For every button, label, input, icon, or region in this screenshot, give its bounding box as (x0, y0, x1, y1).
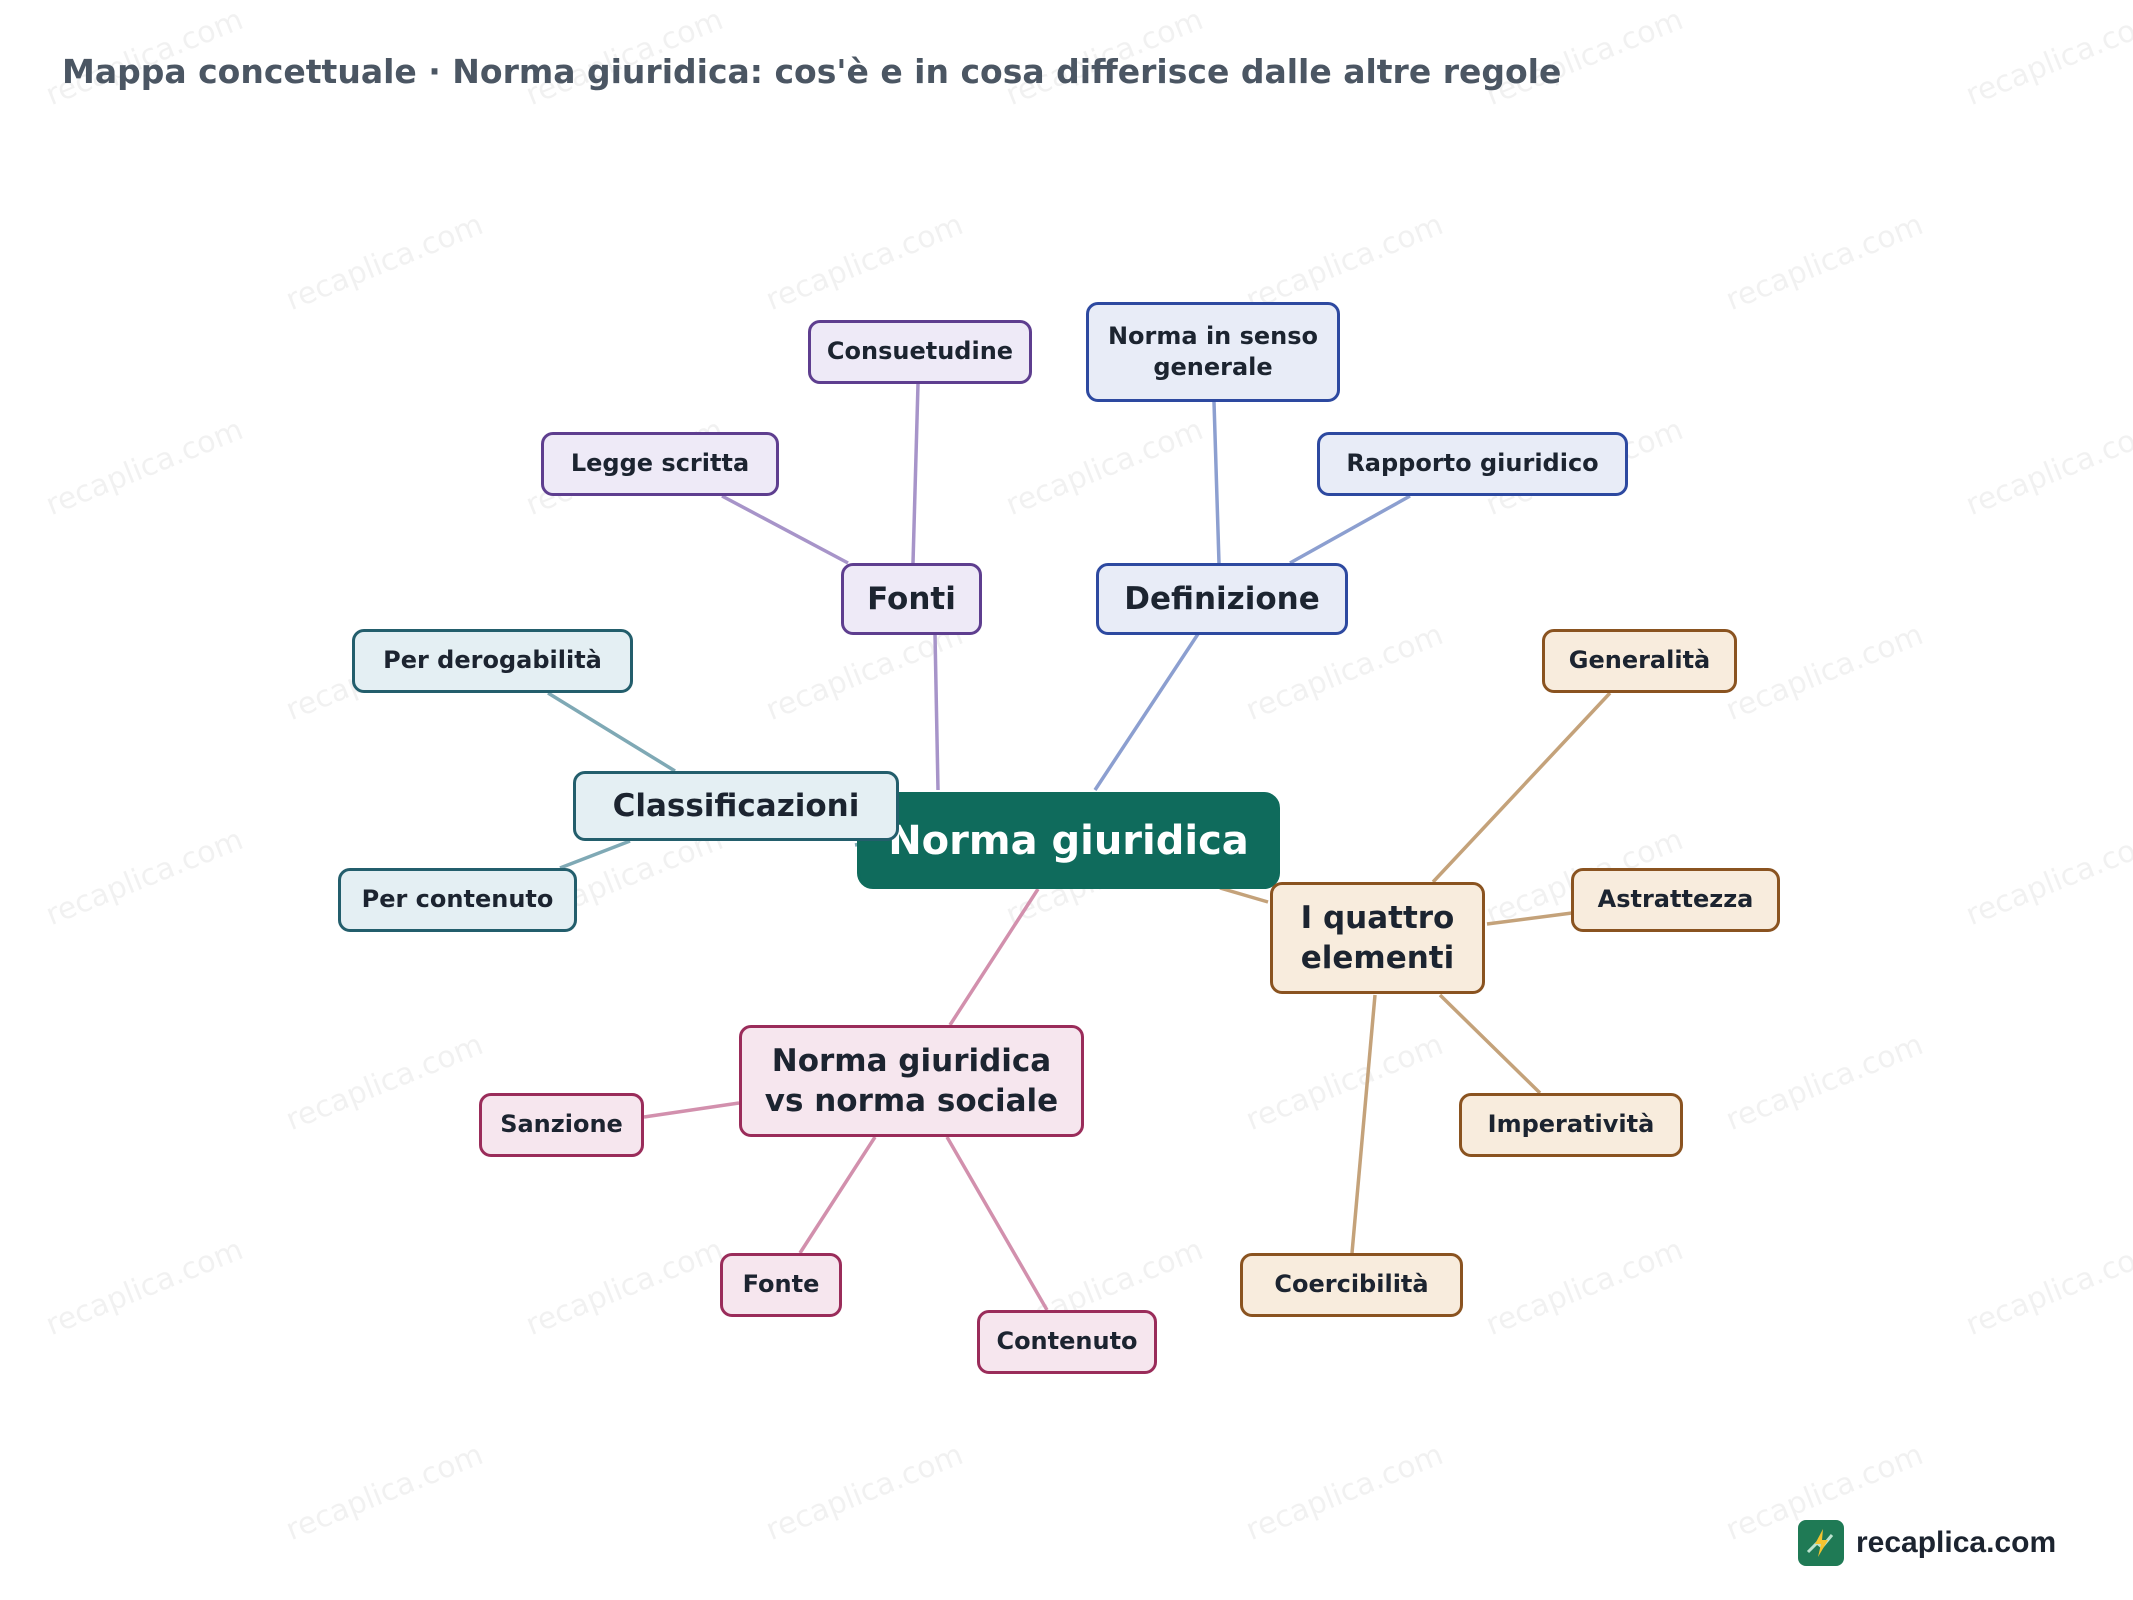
page-title: Mappa concettuale · Norma giuridica: cos… (62, 52, 1562, 91)
leaf-norma-senso-generale[interactable]: Norma in senso generale (1086, 302, 1340, 402)
brand-name: recaplica.com (1856, 1526, 2057, 1559)
leaf-per-derogabilita[interactable]: Per derogabilità (352, 629, 633, 693)
connector-line (1438, 993, 1542, 1095)
connector-line (933, 633, 940, 791)
leaf-generalita[interactable]: Generalità (1542, 629, 1737, 693)
lightning-bolt-icon (1798, 1520, 1844, 1566)
connector-line (911, 383, 920, 564)
leaf-contenuto[interactable]: Contenuto (977, 1310, 1157, 1374)
leaf-consuetudine[interactable]: Consuetudine (808, 320, 1032, 384)
connector-line (1289, 494, 1411, 565)
brand-footer[interactable]: recaplica.com (1798, 1520, 2056, 1566)
leaf-fonte[interactable]: Fonte (720, 1253, 842, 1317)
leaf-rapporto-giuridico[interactable]: Rapporto giuridico (1317, 432, 1628, 496)
connector-line (721, 494, 849, 565)
leaf-astrattezza[interactable]: Astrattezza (1571, 868, 1780, 932)
connector-line (1350, 994, 1377, 1254)
root-node[interactable]: Norma giuridica (857, 792, 1280, 889)
connector-line (559, 839, 631, 870)
connector-line (1212, 401, 1221, 564)
branch-giuridica-vs-sociale[interactable]: Norma giuridica vs norma sociale (739, 1025, 1084, 1137)
leaf-imperativita[interactable]: Imperatività (1459, 1093, 1683, 1157)
branch-definizione[interactable]: Definizione (1096, 563, 1348, 635)
leaf-per-contenuto[interactable]: Per contenuto (338, 868, 577, 932)
connector-line (1219, 886, 1269, 904)
branch-classificazioni[interactable]: Classificazioni (573, 771, 899, 841)
connector-line (643, 1101, 740, 1119)
branch-fonti[interactable]: Fonti (841, 563, 982, 635)
connector-line (1486, 911, 1573, 926)
connector-line (547, 691, 676, 773)
leaf-coercibilita[interactable]: Coercibilità (1240, 1253, 1463, 1317)
leaf-legge-scritta[interactable]: Legge scritta (541, 432, 779, 496)
connector-line (1431, 691, 1612, 884)
leaf-sanzione[interactable]: Sanzione (479, 1093, 644, 1157)
branch-quattro-elementi[interactable]: I quattro elementi (1270, 882, 1485, 994)
connector-line (1093, 633, 1200, 791)
connector-line (798, 1136, 877, 1254)
connector-line (945, 1136, 1049, 1311)
connector-line (948, 888, 1040, 1026)
